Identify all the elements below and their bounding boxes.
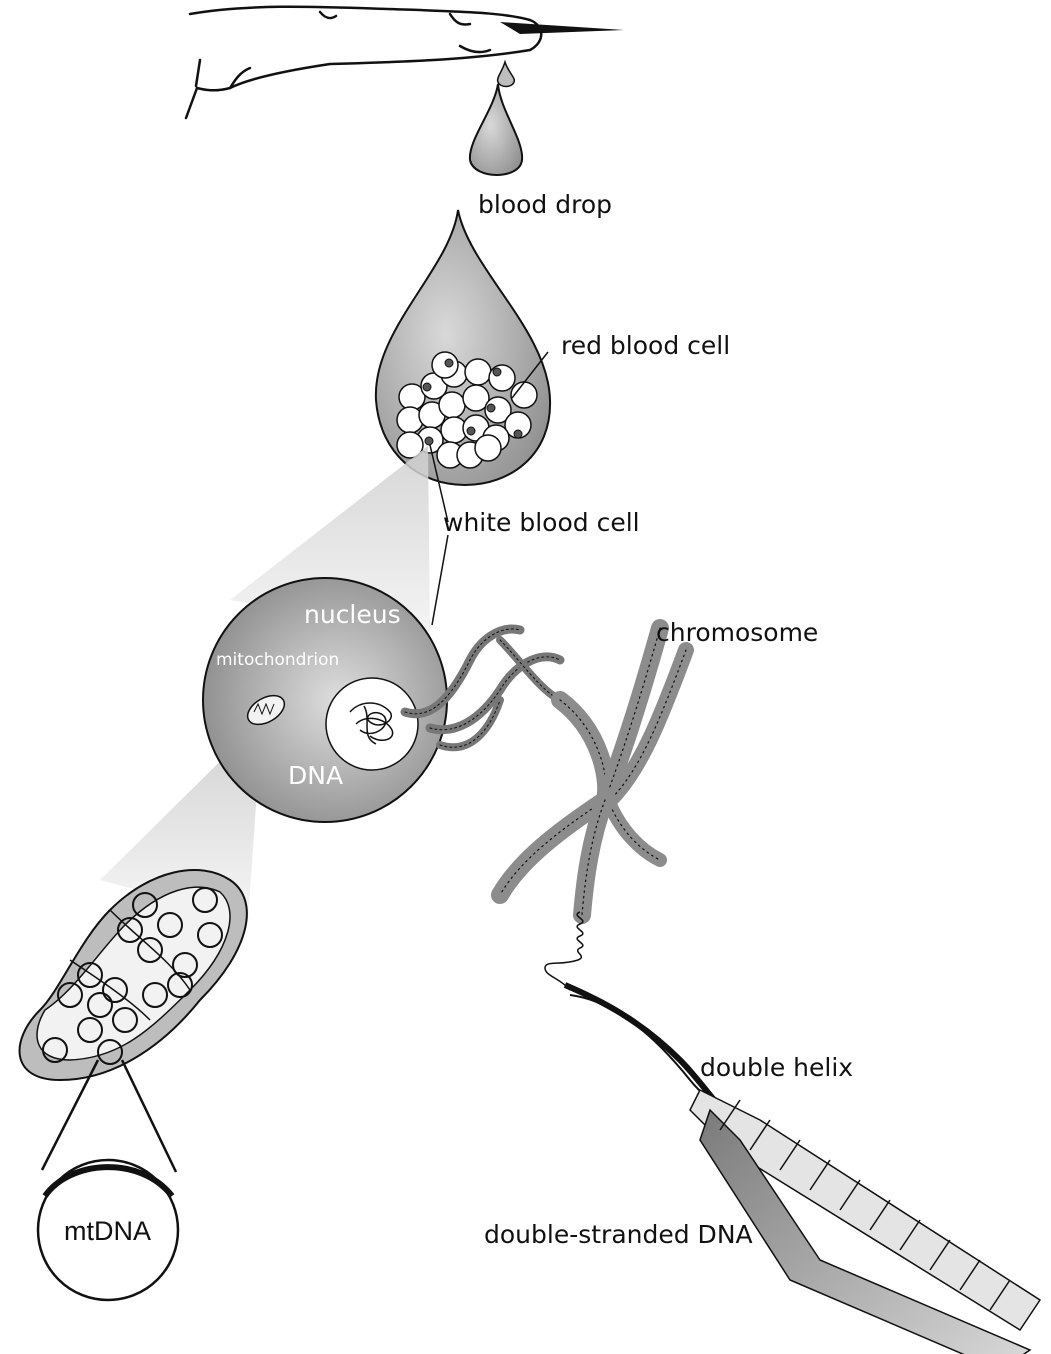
- finger-icon: [186, 7, 541, 118]
- label-chromosome: chromosome: [656, 620, 818, 645]
- mitochondrion-enlarged: [20, 870, 247, 1080]
- label-mtdna: mtDNA: [64, 1218, 151, 1245]
- label-dna: DNA: [288, 763, 343, 788]
- label-double-stranded-dna: double-stranded DNA: [484, 1222, 753, 1247]
- label-blood-drop: blood drop: [478, 192, 612, 217]
- lancet-icon: [500, 22, 624, 34]
- small-drop-icon: [498, 62, 515, 87]
- label-white-blood-cell: white blood cell: [443, 510, 640, 535]
- label-mitochondrion: mitochondrion: [216, 652, 339, 669]
- label-nucleus: nucleus: [304, 602, 401, 627]
- label-double-helix: double helix: [700, 1055, 853, 1080]
- coiled-strand: [545, 912, 583, 990]
- droplet-icon: [470, 84, 522, 175]
- label-red-blood-cell: red blood cell: [561, 333, 730, 358]
